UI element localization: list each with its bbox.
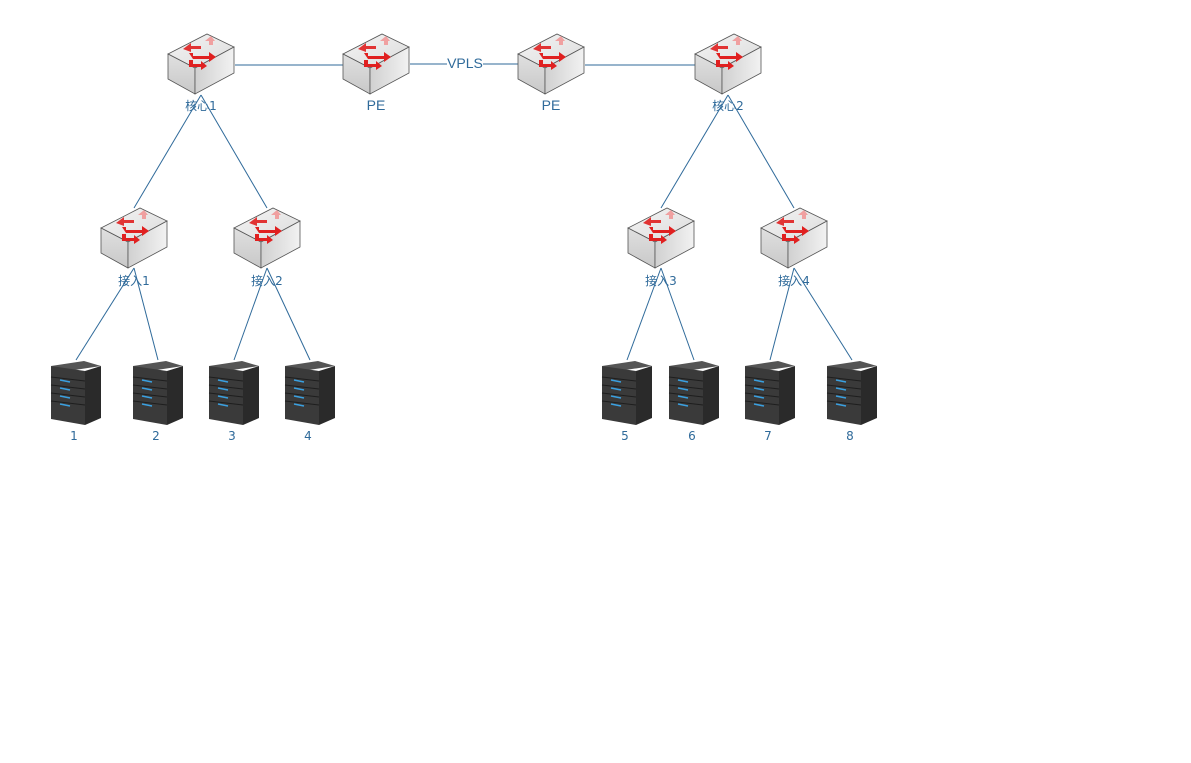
pe-router-1[interactable]: PE xyxy=(343,34,409,113)
core-switch-1[interactable]: 核心1 xyxy=(168,34,234,113)
vpls-label: VPLS xyxy=(447,55,483,71)
link-access-server-4 xyxy=(266,267,311,361)
switch-icon xyxy=(101,208,167,268)
link-access-server-8 xyxy=(793,267,853,361)
link-access-server-2 xyxy=(133,267,159,361)
link-core-access-1 xyxy=(133,94,202,209)
server-3[interactable]: 3 xyxy=(209,361,259,443)
server-1-label: 1 xyxy=(70,429,78,443)
access-switch-1-label: 接入1 xyxy=(118,273,150,288)
pe-router-2[interactable]: PE xyxy=(518,34,584,113)
server-5-label: 5 xyxy=(621,429,629,443)
server-8[interactable]: 8 xyxy=(827,361,877,443)
access-switch-2-label: 接入2 xyxy=(251,273,283,288)
server-icon xyxy=(602,361,652,425)
server-icon xyxy=(827,361,877,425)
link-access-server-6 xyxy=(660,267,695,361)
server-7-label: 7 xyxy=(764,429,772,443)
access-switch-2[interactable]: 接入2 xyxy=(234,208,300,288)
core-switch-2-label: 核心2 xyxy=(712,99,744,113)
link-access-server-3 xyxy=(233,267,268,361)
server-4-label: 4 xyxy=(304,429,312,443)
server-icon xyxy=(285,361,335,425)
server-8-label: 8 xyxy=(846,429,854,443)
server-icon xyxy=(51,361,101,425)
link-core-access-4 xyxy=(727,94,795,209)
server-icon xyxy=(745,361,795,425)
server-7[interactable]: 7 xyxy=(745,361,795,443)
server-2-label: 2 xyxy=(152,429,160,443)
switch-icon xyxy=(343,34,409,94)
switch-icon xyxy=(234,208,300,268)
server-4[interactable]: 4 xyxy=(285,361,335,443)
server-icon xyxy=(133,361,183,425)
link-core-access-2 xyxy=(200,94,268,209)
server-6[interactable]: 6 xyxy=(669,361,719,443)
access-switch-3[interactable]: 接入3 xyxy=(628,208,694,288)
access-switch-1[interactable]: 接入1 xyxy=(101,208,167,288)
server-1[interactable]: 1 xyxy=(51,361,101,443)
link-access-server-5 xyxy=(626,267,662,361)
pe-router-1-label: PE xyxy=(367,97,386,113)
switch-icon xyxy=(518,34,584,94)
core-switch-2[interactable]: 核心2 xyxy=(695,34,761,113)
pe-router-2-label: PE xyxy=(542,97,561,113)
link-access-server-1 xyxy=(75,267,135,361)
access-switch-3-label: 接入3 xyxy=(645,273,677,288)
server-5[interactable]: 5 xyxy=(602,361,652,443)
server-3-label: 3 xyxy=(228,429,236,443)
access-switch-4-label: 接入4 xyxy=(778,273,810,288)
server-icon xyxy=(669,361,719,425)
link-access-server-7 xyxy=(769,267,795,361)
server-2[interactable]: 2 xyxy=(133,361,183,443)
core-switch-1-label: 核心1 xyxy=(185,99,217,113)
server-icon xyxy=(209,361,259,425)
switch-icon xyxy=(168,34,234,94)
access-switch-4[interactable]: 接入4 xyxy=(761,208,827,288)
switch-icon xyxy=(628,208,694,268)
switch-icon xyxy=(695,34,761,94)
server-6-label: 6 xyxy=(688,429,696,443)
switch-icon xyxy=(761,208,827,268)
link-core-access-3 xyxy=(660,94,729,209)
